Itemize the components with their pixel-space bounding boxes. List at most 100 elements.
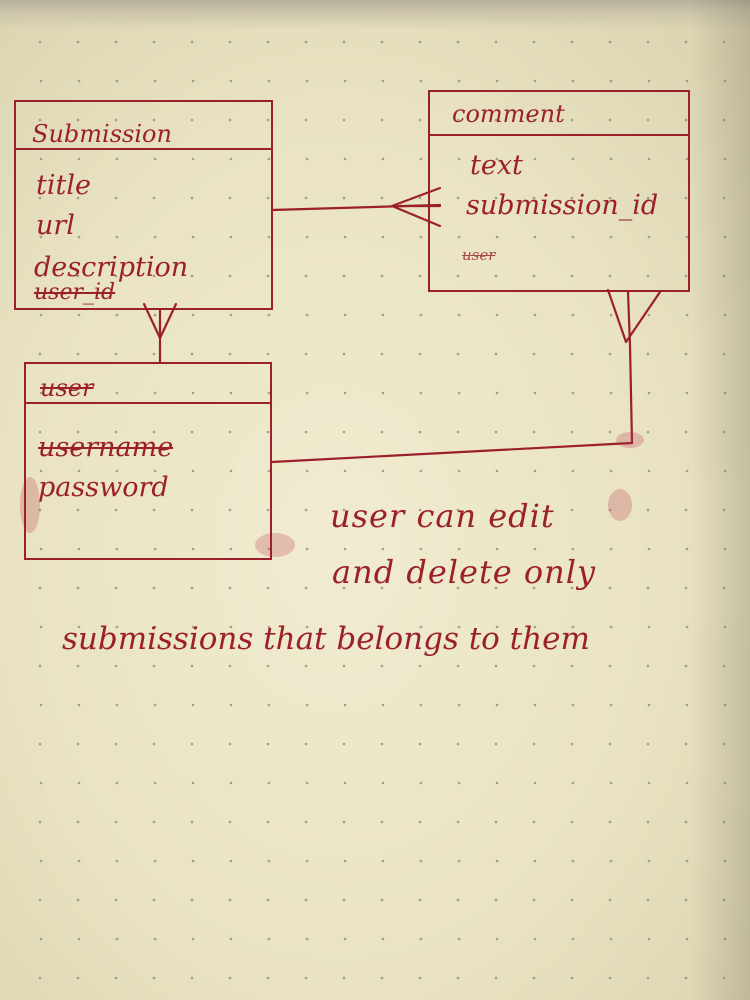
grid-dot bbox=[267, 859, 271, 863]
grid-dot bbox=[153, 157, 157, 161]
grid-dot bbox=[608, 430, 612, 434]
grid-dot bbox=[343, 859, 347, 863]
grid-dot bbox=[153, 469, 157, 473]
grid-dot bbox=[457, 625, 461, 629]
grid-dot bbox=[228, 40, 232, 44]
grid-dot bbox=[533, 781, 537, 785]
grid-dot bbox=[190, 118, 194, 122]
grid-dot bbox=[115, 157, 119, 161]
grid-dot bbox=[494, 976, 498, 980]
grid-dot bbox=[419, 391, 423, 395]
grid-dot bbox=[647, 157, 651, 161]
grid-dot bbox=[76, 898, 80, 902]
grid-dot bbox=[38, 196, 42, 200]
grid-dot bbox=[418, 274, 422, 278]
user-field-username: username bbox=[38, 432, 174, 463]
grid-dot bbox=[419, 547, 423, 551]
grid-dot bbox=[305, 391, 309, 395]
grid-dot bbox=[114, 430, 118, 434]
grid-dot bbox=[380, 820, 384, 824]
grid-dot bbox=[115, 469, 119, 473]
grid-dot bbox=[77, 547, 81, 551]
grid-dot bbox=[685, 703, 689, 707]
grid-dot bbox=[646, 742, 650, 746]
grid-dot bbox=[115, 79, 119, 83]
grid-dot bbox=[191, 79, 195, 83]
grid-dot bbox=[646, 898, 650, 902]
grid-dot bbox=[305, 859, 309, 863]
grid-dot bbox=[76, 274, 80, 278]
grid-dot bbox=[267, 625, 271, 629]
grid-dot bbox=[723, 625, 727, 629]
grid-dot bbox=[494, 196, 498, 200]
grid-dot bbox=[532, 352, 536, 356]
grid-dot bbox=[190, 40, 194, 44]
grid-dot bbox=[684, 586, 688, 590]
grid-dot bbox=[380, 742, 384, 746]
grid-dot bbox=[571, 547, 575, 551]
grid-dot bbox=[266, 352, 270, 356]
grid-dot bbox=[495, 625, 499, 629]
grid-dot bbox=[457, 859, 461, 863]
grid-dot bbox=[342, 196, 346, 200]
grid-dot bbox=[722, 430, 726, 434]
grid-dot bbox=[456, 820, 460, 824]
grid-dot bbox=[456, 40, 460, 44]
grid-dot bbox=[646, 430, 650, 434]
grid-dot bbox=[381, 547, 385, 551]
grid-dot bbox=[457, 781, 461, 785]
submission-header-divider bbox=[14, 148, 273, 150]
grid-dot bbox=[114, 586, 118, 590]
grid-dot bbox=[457, 703, 461, 707]
grid-dot bbox=[343, 781, 347, 785]
grid-dot bbox=[381, 391, 385, 395]
grid-dot bbox=[495, 235, 499, 239]
grid-dot bbox=[684, 898, 688, 902]
grid-dot bbox=[570, 898, 574, 902]
grid-dot bbox=[495, 391, 499, 395]
grid-dot bbox=[685, 79, 689, 83]
grid-dot bbox=[418, 40, 422, 44]
submission-field-url: url bbox=[36, 210, 75, 241]
grid-dot bbox=[76, 742, 80, 746]
grid-dot bbox=[684, 352, 688, 356]
grid-dot bbox=[494, 430, 498, 434]
grid-dot bbox=[684, 118, 688, 122]
grid-dot bbox=[609, 313, 613, 317]
grid-dot bbox=[609, 235, 613, 239]
grid-dot bbox=[495, 157, 499, 161]
grid-dot bbox=[381, 235, 385, 239]
grid-dot bbox=[571, 937, 575, 941]
comment-field-user: user bbox=[462, 246, 496, 264]
grid-dot bbox=[228, 742, 232, 746]
grid-dot bbox=[39, 625, 43, 629]
grid-dot bbox=[305, 235, 309, 239]
grid-dot bbox=[39, 937, 43, 941]
grid-dot bbox=[456, 430, 460, 434]
grid-dot bbox=[38, 664, 42, 668]
grid-dot bbox=[418, 664, 422, 668]
grid-dot bbox=[494, 508, 498, 512]
grid-dot bbox=[381, 781, 385, 785]
grid-dot bbox=[494, 664, 498, 668]
grid-dot bbox=[646, 664, 650, 668]
grid-dot bbox=[418, 586, 422, 590]
grid-dot bbox=[342, 976, 346, 980]
grid-dot bbox=[418, 508, 422, 512]
grid-dot bbox=[684, 664, 688, 668]
grid-dot bbox=[38, 742, 42, 746]
grid-dot bbox=[495, 469, 499, 473]
grid-dot bbox=[267, 313, 271, 317]
grid-dot bbox=[608, 40, 612, 44]
grid-dot bbox=[418, 352, 422, 356]
grid-dot bbox=[723, 79, 727, 83]
grid-dot bbox=[228, 352, 232, 356]
grid-dot bbox=[190, 898, 194, 902]
grid-dot bbox=[342, 118, 346, 122]
grid-dot bbox=[722, 976, 726, 980]
grid-dot bbox=[647, 79, 651, 83]
grid-dot bbox=[266, 820, 270, 824]
grid-dot bbox=[608, 118, 612, 122]
grid-dot bbox=[419, 937, 423, 941]
